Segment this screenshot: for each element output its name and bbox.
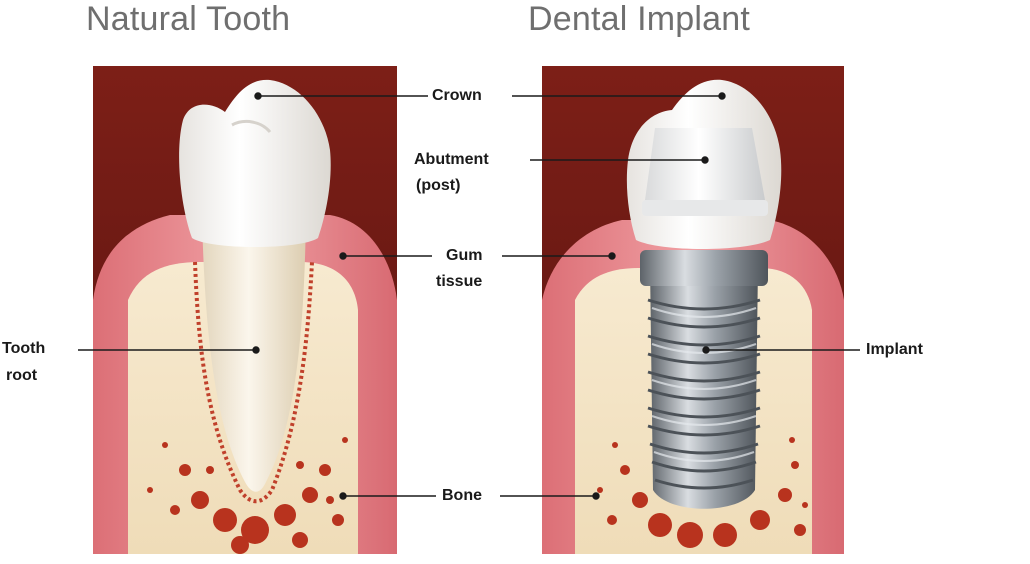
tooth-root-label: Tooth bbox=[2, 340, 46, 357]
leader-lines bbox=[78, 92, 860, 500]
tooth-root-shape bbox=[202, 220, 306, 492]
bone-marrow-right bbox=[597, 437, 808, 548]
bone-label: Bone bbox=[442, 487, 482, 504]
bone-marrow-left bbox=[147, 437, 348, 554]
crown-shape-left bbox=[179, 79, 331, 247]
gum-sub-label: tissue bbox=[436, 273, 483, 290]
natural-tooth-panel bbox=[93, 66, 397, 554]
implant-label: Implant bbox=[866, 341, 923, 358]
dental-implant-title: Dental Implant bbox=[528, 0, 751, 38]
abutment-sub-label: (post) bbox=[416, 177, 461, 194]
implant-collar bbox=[640, 250, 768, 286]
natural-tooth-title: Natural Tooth bbox=[86, 0, 291, 38]
crown-label: Crown bbox=[432, 87, 482, 104]
dental-implant-panel bbox=[542, 66, 844, 554]
abutment-post bbox=[645, 128, 765, 200]
tooth-root-sub-label: root bbox=[6, 367, 38, 384]
abutment-label: Abutment bbox=[414, 151, 489, 168]
abutment-base bbox=[642, 200, 768, 216]
gum-label: Gum bbox=[446, 247, 483, 264]
implant-threads bbox=[647, 298, 761, 490]
periodontal-ligament bbox=[193, 261, 314, 504]
